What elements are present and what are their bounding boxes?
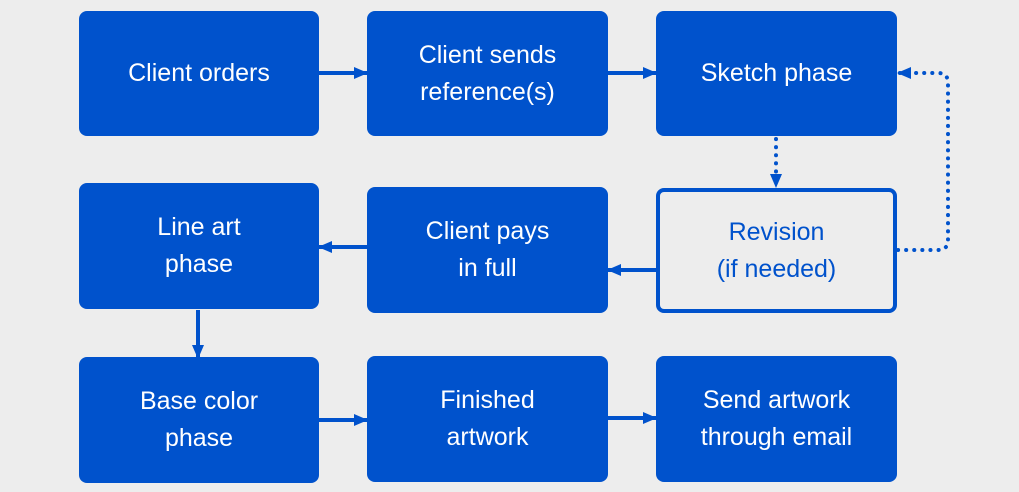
node-sketch-phase: Sketch phase [656, 11, 897, 136]
edge-revision-to-sketch [896, 67, 950, 252]
node-client-pays: Client pays in full [367, 187, 608, 313]
node-client-orders: Client orders [79, 11, 319, 136]
node-send-artwork: Send artwork through email [656, 356, 897, 482]
node-revision: Revision (if needed) [656, 188, 897, 313]
node-finished-artwork: Finished artwork [367, 356, 608, 482]
node-base-color-phase: Base color phase [79, 357, 319, 483]
node-line-art-phase: Line art phase [79, 183, 319, 309]
node-client-sends-references: Client sends reference(s) [367, 11, 608, 136]
